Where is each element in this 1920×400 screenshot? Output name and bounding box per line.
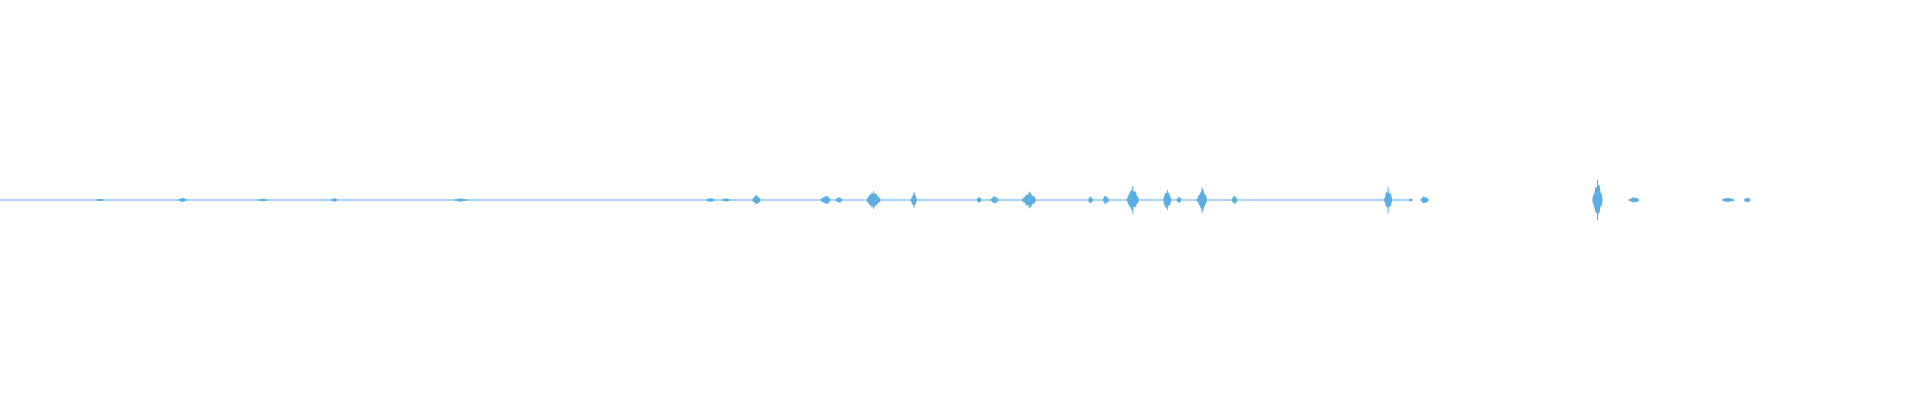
waveform-burst bbox=[752, 195, 761, 205]
waveform-burst bbox=[835, 197, 843, 203]
waveform-burst bbox=[1231, 195, 1238, 205]
waveform-burst bbox=[96, 198, 103, 202]
waveform-burst bbox=[1088, 196, 1093, 204]
waveform-end-marker bbox=[1409, 198, 1413, 202]
waveform-burst bbox=[1420, 196, 1429, 204]
waveform-burst bbox=[976, 197, 982, 203]
waveform-burst bbox=[258, 198, 268, 202]
waveform-burst bbox=[1721, 197, 1735, 203]
waveform-burst bbox=[454, 198, 467, 202]
waveform-burst bbox=[178, 197, 187, 203]
waveform-burst bbox=[1176, 196, 1182, 204]
waveform-bursts bbox=[96, 179, 1751, 221]
waveform-burst bbox=[990, 196, 999, 204]
waveform-burst bbox=[1628, 197, 1639, 203]
waveform-burst bbox=[330, 198, 338, 202]
waveform-burst bbox=[1102, 195, 1110, 205]
waveform-burst bbox=[1744, 197, 1751, 203]
waveform-burst bbox=[721, 198, 730, 202]
waveform-burst bbox=[706, 198, 715, 202]
waveform-burst bbox=[820, 195, 831, 205]
